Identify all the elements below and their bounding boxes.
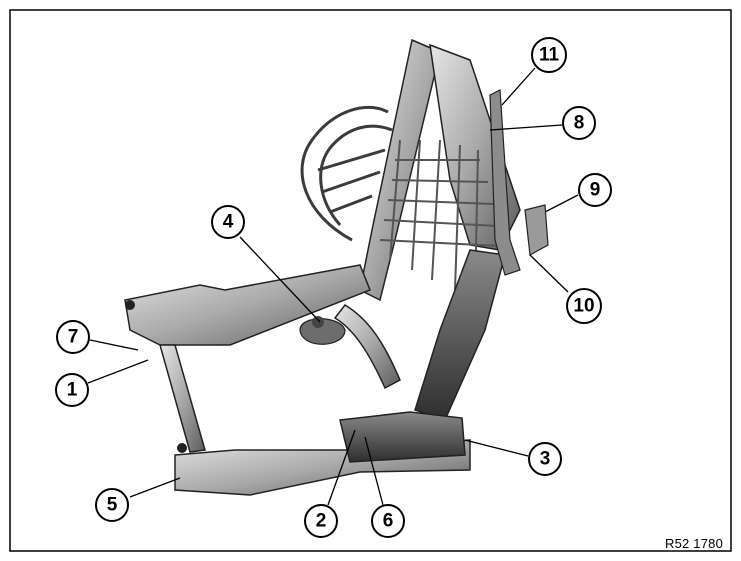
left-tube — [159, 344, 206, 453]
callout-10: 10 — [566, 288, 602, 324]
callout-3: 3 — [528, 442, 562, 476]
svg-text:1: 1 — [67, 380, 78, 401]
svg-text:5: 5 — [107, 495, 118, 516]
svg-text:9: 9 — [590, 180, 601, 201]
side-bracket — [524, 204, 549, 256]
callout-8: 8 — [562, 106, 596, 140]
svg-text:2: 2 — [316, 511, 327, 532]
backrest-spring-mat — [379, 139, 501, 301]
callout-6: 6 — [371, 504, 405, 538]
svg-text:3: 3 — [540, 449, 551, 470]
seat-frame-illustration — [124, 38, 549, 496]
callouts: 1 2 3 4 5 6 7 8 — [55, 37, 612, 538]
svg-text:6: 6 — [383, 511, 394, 532]
svg-text:7: 7 — [68, 327, 79, 348]
callout-11: 11 — [531, 37, 567, 73]
front-rail — [124, 264, 371, 346]
center-tube — [333, 304, 401, 390]
rear-mechanism — [339, 411, 466, 463]
callout-5: 5 — [95, 488, 129, 522]
callout-2: 2 — [304, 504, 338, 538]
recliner-bracket — [489, 89, 521, 276]
svg-text:4: 4 — [223, 212, 234, 233]
callout-1: 1 — [55, 373, 89, 407]
headrest-frame — [300, 105, 393, 242]
front-motor — [299, 318, 346, 345]
figure-reference-code: R52 1780 — [665, 536, 723, 551]
callout-4: 4 — [211, 205, 245, 239]
svg-text:10: 10 — [573, 296, 594, 317]
leader-lines — [87, 67, 579, 506]
svg-text:8: 8 — [574, 113, 585, 134]
callout-9: 9 — [578, 173, 612, 207]
callout-7: 7 — [56, 320, 90, 354]
svg-text:11: 11 — [539, 45, 560, 66]
